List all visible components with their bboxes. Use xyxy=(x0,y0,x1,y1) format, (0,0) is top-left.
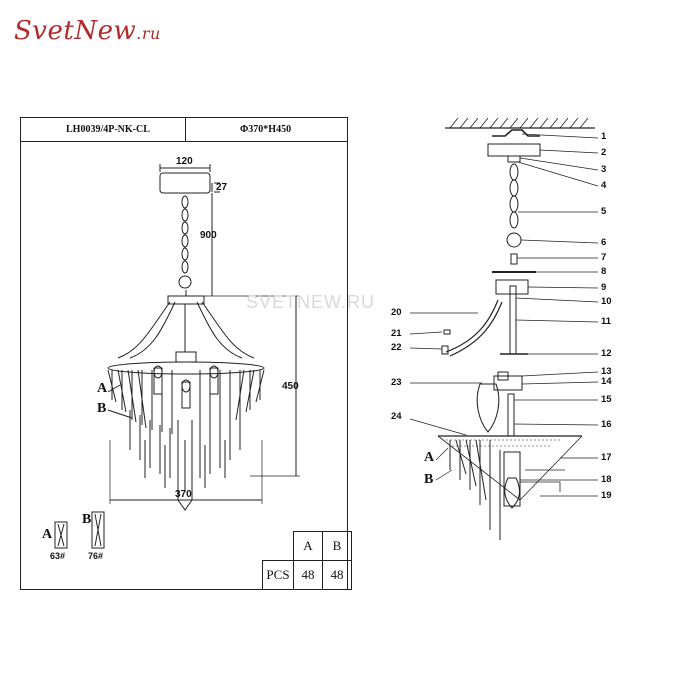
sheet-border-bottom xyxy=(20,589,347,590)
exploded-tier-a-label: A xyxy=(424,450,435,465)
part-8: 8 xyxy=(601,266,607,277)
dim-chain-length: 900 xyxy=(200,230,217,241)
part-15: 15 xyxy=(601,394,612,405)
exploded-canopy xyxy=(487,143,541,157)
exploded-tier-b-label: B xyxy=(424,472,434,487)
pcs-table-value-row: PCS 48 48 xyxy=(262,560,352,590)
dim-height: 450 xyxy=(282,381,299,392)
pcs-row-label: PCS xyxy=(262,560,294,590)
part-4: 4 xyxy=(601,180,607,191)
sheet-border-divider xyxy=(347,117,348,590)
brand-name: SvetNew xyxy=(14,16,137,46)
header-cell-divider xyxy=(185,117,186,141)
part-16: 16 xyxy=(601,419,612,430)
part-5: 5 xyxy=(601,206,607,217)
sheet-border-header-bottom xyxy=(20,141,347,142)
exploded-crystals xyxy=(449,439,501,540)
brand-logo: SvetNew.ru xyxy=(14,16,161,46)
crystal-a-label: A xyxy=(42,527,53,542)
canopy xyxy=(159,172,211,194)
pcs-table: A B PCS 48 48 xyxy=(262,531,352,590)
part-24: 24 xyxy=(391,411,402,422)
crystal-b-icon xyxy=(91,511,105,549)
part-2: 2 xyxy=(601,147,607,158)
dim-canopy-height: 27 xyxy=(216,182,228,193)
pcs-a-value: 48 xyxy=(293,560,323,590)
part-13: 13 xyxy=(601,366,612,377)
part-19: 19 xyxy=(601,490,612,501)
part-14: 14 xyxy=(601,376,612,387)
crystal-tier-a xyxy=(107,369,265,434)
pcs-col-b: B xyxy=(322,531,352,561)
part-21: 21 xyxy=(391,328,402,339)
part-11: 11 xyxy=(601,316,612,327)
part-7: 7 xyxy=(601,252,607,263)
crystal-b-count: 76# xyxy=(88,551,104,561)
dim-canopy-width: 120 xyxy=(176,156,193,167)
part-10: 10 xyxy=(601,296,612,307)
part-6: 6 xyxy=(601,237,607,248)
part-9: 9 xyxy=(601,282,607,293)
crystal-a-count: 63# xyxy=(50,551,66,561)
sheet-border-left xyxy=(20,117,21,590)
exploded-body xyxy=(495,279,529,295)
part-18: 18 xyxy=(601,474,612,485)
part-3: 3 xyxy=(601,164,607,175)
part-23: 23 xyxy=(391,377,402,388)
brand-domain: .ru xyxy=(136,24,161,43)
pcs-b-value: 48 xyxy=(322,560,352,590)
part-17: 17 xyxy=(601,452,612,463)
crystal-tier-b xyxy=(129,410,241,511)
chain-left xyxy=(178,195,192,289)
chain-right xyxy=(506,163,522,265)
part-20: 20 xyxy=(391,307,402,318)
crystal-b-label: B xyxy=(82,512,92,527)
sheet-border-top xyxy=(20,117,347,118)
pcs-col-a: A xyxy=(293,531,323,561)
tier-a-label: A xyxy=(97,381,108,396)
model-number: LH0039/4P-NK-CL xyxy=(66,124,150,135)
part-12: 12 xyxy=(601,348,612,359)
part-22: 22 xyxy=(391,342,402,353)
tier-b-label: B xyxy=(97,401,107,416)
pcs-table-header-row: A B xyxy=(263,531,352,561)
body-plate xyxy=(167,295,205,305)
dim-width: 370 xyxy=(175,489,192,500)
size-spec: Φ370*H450 xyxy=(240,124,292,135)
crystal-a-icon xyxy=(54,521,68,549)
watermark: SVETNEW.RU xyxy=(246,292,376,312)
part-1: 1 xyxy=(601,131,607,142)
